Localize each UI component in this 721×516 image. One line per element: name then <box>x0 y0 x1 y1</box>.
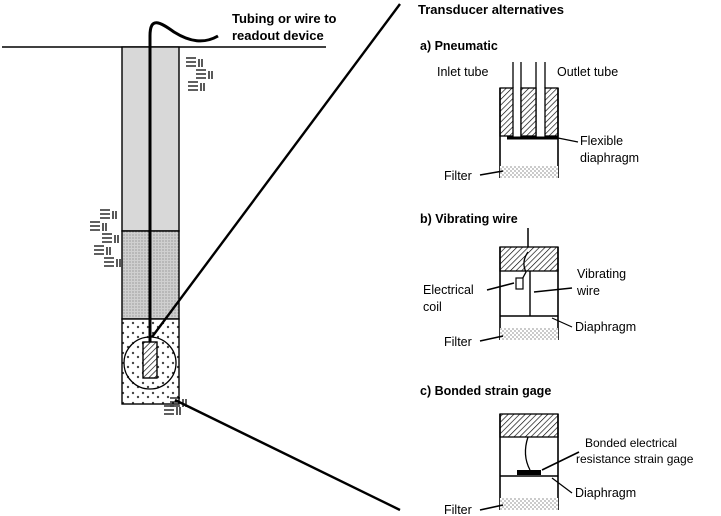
strain-gage-wire <box>525 437 530 470</box>
transducer-alternatives-title: Transducer alternatives <box>418 2 564 17</box>
vibrating-diaphragm-label: Diaphragm <box>575 320 636 334</box>
pneumatic-filter-label: Filter <box>444 169 472 183</box>
strain-diaphragm-label: Diaphragm <box>575 486 636 500</box>
tubing-label-line2: readout device <box>232 28 324 43</box>
strain-filter-label: Filter <box>444 503 472 516</box>
strain-gage-leader <box>542 452 579 470</box>
flexible-diaphragm-label-line1: Flexible <box>580 134 623 148</box>
pneumatic-heading: a) Pneumatic <box>420 39 498 53</box>
pneumatic-filter <box>500 166 558 178</box>
vibrating-diaphragm-leader <box>552 318 572 327</box>
zoom-line-upper <box>152 4 400 337</box>
electrical-coil-label-line1: Electrical <box>423 283 474 297</box>
vibrating-wire-label-line1: Vibrating <box>577 267 626 281</box>
vibrating-wire-panel: b) Vibrating wire Electrical coil Vibrat… <box>420 212 636 349</box>
flexible-diaphragm-leader <box>558 138 578 142</box>
electrical-coil-label-line2: coil <box>423 300 442 314</box>
electrical-coil <box>516 278 523 289</box>
pneumatic-housing-right <box>545 88 558 136</box>
vibrating-filter-label: Filter <box>444 335 472 349</box>
vibrating-wire-label-line2: wire <box>576 284 600 298</box>
tubing-label-line1: Tubing or wire to <box>232 11 337 26</box>
transducer-body <box>143 342 157 378</box>
outlet-tube-label: Outlet tube <box>557 65 618 79</box>
strain-top-block <box>500 414 558 437</box>
strain-gage-label-line1: Bonded electrical <box>585 436 677 450</box>
strain-filter <box>500 498 558 510</box>
pneumatic-housing-left <box>500 88 513 136</box>
inlet-tube-label: Inlet tube <box>437 65 488 79</box>
pneumatic-housing-middle <box>521 88 536 136</box>
strain-gage-panel: c) Bonded strain gage Bonded electrical … <box>420 384 694 516</box>
strain-gage-heading: c) Bonded strain gage <box>420 384 551 398</box>
vibrating-top-block <box>500 247 558 271</box>
borehole <box>2 23 326 415</box>
bonded-strain-gage <box>517 470 541 475</box>
pneumatic-panel: a) Pneumatic Inlet tube Outlet tube Flex… <box>420 39 639 183</box>
zoom-line-lower <box>175 400 400 510</box>
strain-diaphragm-leader <box>552 478 572 493</box>
flexible-diaphragm-label-line2: diaphragm <box>580 151 639 165</box>
vibrating-wire-leader <box>534 288 572 292</box>
strain-gage-label-line2: resistance strain gage <box>576 452 694 466</box>
vibrating-wire-heading: b) Vibrating wire <box>420 212 518 226</box>
vibrating-filter <box>500 328 558 340</box>
